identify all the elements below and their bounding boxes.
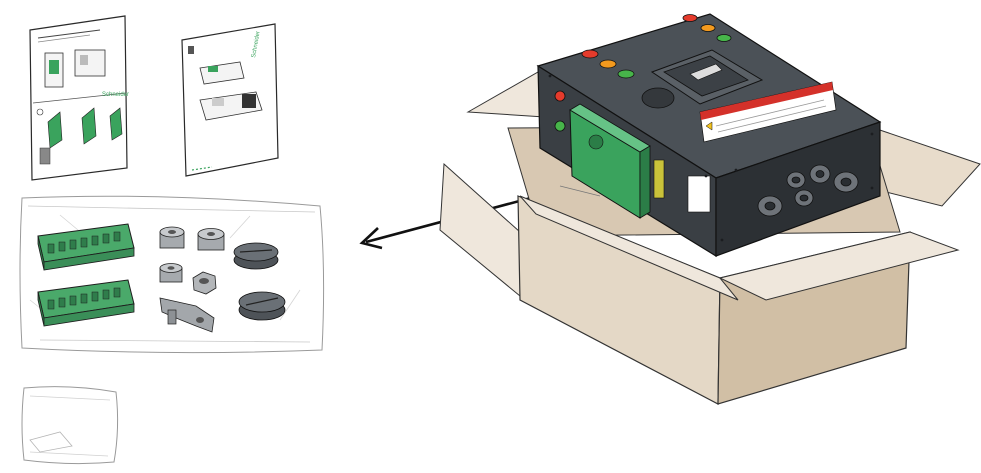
front-red-lamp (554, 90, 566, 102)
logo-square-icon (188, 46, 194, 54)
terminal-connector-1 (37, 223, 135, 271)
ferrite-ring-1 (159, 226, 185, 249)
earthing-bracket (159, 297, 215, 333)
enclosure-screws (548, 74, 874, 242)
ferrite-ring-3 (159, 263, 183, 283)
step-1-marker (36, 108, 44, 116)
drive-module (569, 103, 665, 219)
warning-triangle-icon (705, 121, 713, 131)
drive-enclosure (536, 13, 882, 258)
plastic-bag-icon (21, 386, 119, 465)
manual-1-brand: Schneider (102, 92, 129, 98)
rating-plate (687, 175, 711, 213)
installation-manual-1: Schneider (29, 15, 129, 181)
pilot-lamps (581, 14, 732, 79)
dial-knob (641, 87, 675, 109)
blanking-plug-1 (233, 242, 279, 270)
qr-code-icon (39, 147, 51, 165)
ferrite-ring-2 (197, 228, 225, 251)
blanking-plug-2 (238, 291, 286, 321)
front-green-lamp (554, 120, 566, 132)
cable-glands (757, 164, 859, 217)
accessory-bag (19, 195, 325, 354)
hex-nut (192, 271, 217, 295)
manual-2-brand: Schneider (251, 31, 262, 59)
keypad-cover (650, 49, 764, 105)
installation-manual-2: Schneider (181, 23, 279, 177)
warning-label (699, 81, 837, 143)
terminal-connector-2 (37, 279, 135, 327)
